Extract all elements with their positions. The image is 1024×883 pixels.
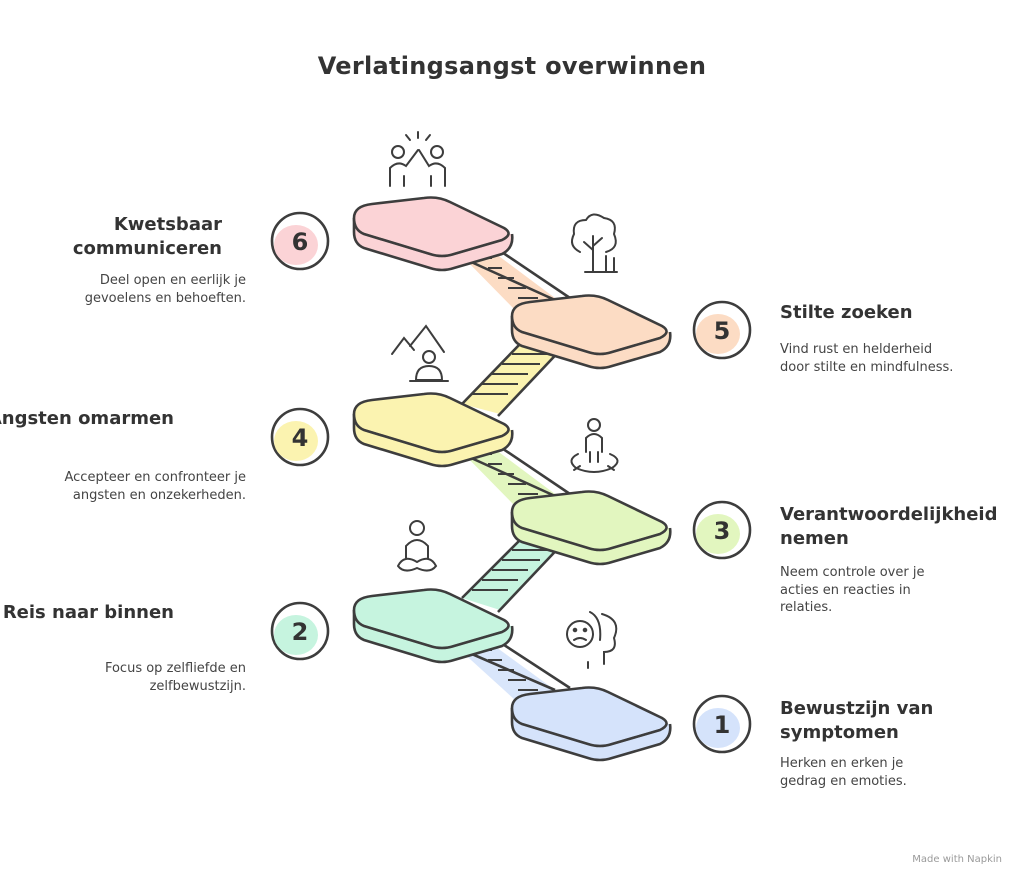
meditation-mountains-icon — [391, 324, 449, 382]
step-3-number-badge: 3 — [692, 500, 752, 560]
step-4-number: 4 — [292, 424, 309, 452]
step-6-number-badge: 6 — [270, 211, 330, 271]
step-5-number: 5 — [714, 317, 731, 345]
platform-6 — [352, 196, 514, 272]
step-3-number: 3 — [714, 517, 731, 545]
step-4-title: Angsten omarmen — [0, 408, 174, 429]
platform-2 — [352, 588, 514, 664]
step-2-description: Focus op zelfliefde en zelfbewustzijn. — [104, 661, 246, 694]
platform-3 — [510, 490, 672, 566]
step-2-number: 2 — [292, 618, 309, 646]
step-6-number: 6 — [292, 228, 309, 256]
step-1-number: 1 — [714, 711, 731, 739]
step-1-number-badge: 1 — [692, 694, 752, 754]
page-title: Verlatingsangst overwinnen — [317, 52, 707, 80]
made-with-napkin-footer: Made with Napkin — [912, 854, 1002, 865]
step-5-number-badge: 5 — [692, 300, 752, 360]
platform-5 — [510, 294, 672, 370]
step-2-title: Reis naar binnen — [2, 602, 174, 623]
confused-face-icon — [566, 611, 618, 669]
high-five-icon — [389, 131, 446, 187]
step-3-title: Verantwoordelijkheid nemen — [780, 504, 998, 549]
step-4-description: Accepteer en confronteer je angsten en o… — [64, 470, 247, 503]
step-2-number-badge: 2 — [270, 601, 330, 661]
step-1-description: Herken en erken je gedrag en emoties. — [780, 756, 907, 789]
platform-4 — [352, 392, 514, 468]
step-5-title: Stilte zoeken — [780, 302, 913, 323]
tree-icon — [571, 213, 618, 273]
meditating-person-icon — [397, 520, 438, 572]
platform-1 — [510, 686, 672, 762]
step-5-description: Vind rust en helderheid door stilte en m… — [780, 342, 954, 375]
step-6-title: Kwetsbaar communiceren — [72, 214, 222, 259]
step-1-title: Bewustzijn van symptomen — [780, 698, 934, 743]
person-in-circle-icon — [570, 418, 619, 473]
step-6-description: Deel open en eerlijk je gevoelens en beh… — [84, 273, 246, 306]
step-3-description: Neem controle over je acties en reacties… — [780, 565, 925, 615]
step-4-number-badge: 4 — [270, 407, 330, 467]
